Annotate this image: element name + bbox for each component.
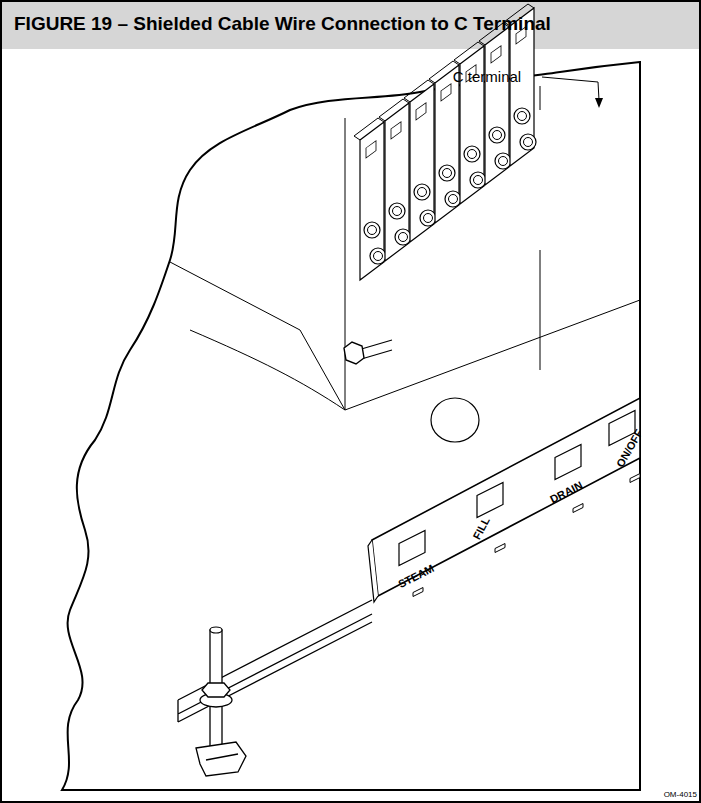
terminal-screw-head xyxy=(518,112,527,121)
terminal-slot xyxy=(416,103,426,120)
terminal-screw-head xyxy=(468,150,477,159)
leader-arrowhead xyxy=(595,98,603,108)
terminal-screw-head xyxy=(399,233,408,242)
terminal-screw xyxy=(370,248,386,264)
terminal-screw xyxy=(389,203,405,219)
terminal-module-top xyxy=(404,80,434,102)
drawing-number: OM-4015 xyxy=(664,791,697,799)
terminal-screw xyxy=(420,210,436,226)
callout-label: C terminal xyxy=(453,69,521,84)
terminal-screw-head xyxy=(368,226,377,235)
terminal-screw-head xyxy=(374,252,383,261)
terminal-screw-head xyxy=(449,195,458,204)
figure-title: FIGURE 19 – Shielded Cable Wire Connecti… xyxy=(14,14,551,33)
button-icon xyxy=(399,531,425,566)
mounting-rail xyxy=(178,600,372,722)
led-indicator xyxy=(573,504,583,513)
terminal-screw-head xyxy=(424,214,433,223)
terminal-slot xyxy=(391,122,401,139)
terminal-screw-head xyxy=(443,169,452,178)
bolt-top xyxy=(210,627,222,633)
control-panel-plate xyxy=(372,398,640,596)
standoff-nut xyxy=(344,342,364,364)
terminal-screw xyxy=(470,172,486,188)
terminal-screw xyxy=(414,184,430,200)
button-icon xyxy=(477,483,503,518)
terminal-screw xyxy=(439,165,455,181)
terminal-screw xyxy=(395,229,411,245)
terminal-screw xyxy=(445,191,461,207)
terminal-screw-head xyxy=(393,207,402,216)
panel-edge xyxy=(540,86,541,370)
terminal-screw-head xyxy=(474,176,483,185)
terminal-module-top xyxy=(454,42,484,64)
led-indicator xyxy=(495,544,505,553)
terminal-screw xyxy=(520,134,536,150)
panel-edge xyxy=(190,330,345,410)
led-indicator xyxy=(413,588,423,597)
bolt-nut xyxy=(202,683,230,697)
terminal-slot xyxy=(491,46,501,63)
terminal-screw-head xyxy=(524,138,533,147)
panel-hole xyxy=(431,398,479,442)
header-band xyxy=(1,1,700,49)
plate-edge xyxy=(368,540,378,602)
terminal-screw xyxy=(464,146,480,162)
leader-line xyxy=(542,77,599,100)
rail-clip xyxy=(196,742,246,776)
terminal-screw xyxy=(489,127,505,143)
led-indicator xyxy=(630,474,640,483)
terminal-slot xyxy=(441,84,451,101)
terminal-block xyxy=(354,4,536,280)
terminal-module-top xyxy=(379,99,409,121)
button-icon xyxy=(555,445,581,480)
cutaway-outline xyxy=(62,62,640,790)
terminal-screw xyxy=(364,222,380,238)
terminal-module-top xyxy=(354,118,384,140)
terminal-screw-head xyxy=(499,157,508,166)
terminal-slot xyxy=(366,141,376,158)
terminal-screw xyxy=(495,153,511,169)
terminal-screw-head xyxy=(418,188,427,197)
terminal-screw xyxy=(514,108,530,124)
panel-edge xyxy=(170,262,345,410)
terminal-screw-head xyxy=(493,131,502,140)
